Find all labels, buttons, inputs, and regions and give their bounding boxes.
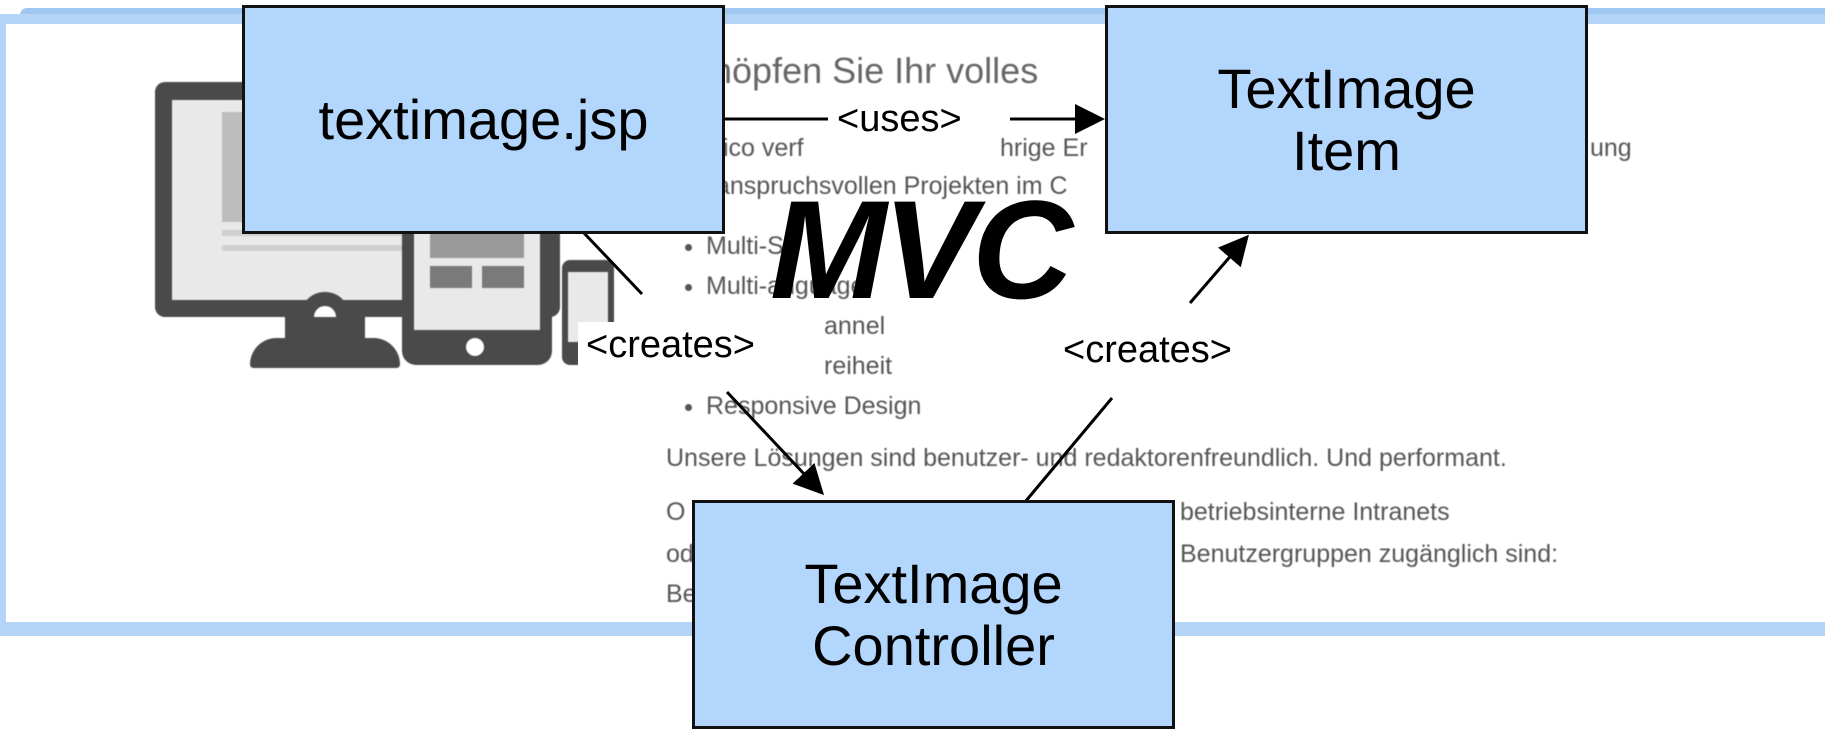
diagram-title: MVC (770, 171, 1073, 328)
bg-paragraph: Benutzergruppen zugänglich sind: (1180, 540, 1559, 568)
view-node-label: textimage.jsp (318, 87, 649, 151)
bg-text-line: tico verf (716, 134, 804, 162)
creates-view-label: <creates> (578, 322, 763, 369)
controller-node[interactable]: TextImage Controller (692, 500, 1175, 729)
bg-text-line: hrige Er (1000, 134, 1088, 162)
creates-model-label: <creates> (1055, 327, 1240, 374)
monitor-neck (285, 317, 365, 341)
tablet-button-icon (466, 338, 484, 356)
bg-paragraph: Be (666, 580, 697, 608)
tablet-screen-block (430, 232, 524, 258)
creates-view-arrow (725, 390, 825, 496)
monitor-screen-line (222, 245, 522, 251)
bg-text-line: ung (1590, 134, 1632, 162)
bg-bullet-list: Multi-S Multi-anguage annel reiheit Resp… (678, 226, 921, 426)
monitor-stand (250, 338, 400, 368)
creates-model-arrow-line (1023, 397, 1114, 503)
bg-bullet-item: Multi-anguage (706, 266, 921, 306)
model-node-label-line2: Item (1292, 118, 1401, 182)
controller-node-label-line2: Controller (812, 613, 1055, 677)
bg-bullet-item: Multi-S (706, 226, 921, 266)
tablet-screen-block (430, 266, 472, 288)
creates-model-arrow (1188, 234, 1249, 304)
bg-bullet-item: annel (824, 312, 886, 340)
tablet-screen-block (482, 266, 524, 288)
bg-paragraph: betriebsinterne Intranets (1180, 498, 1450, 526)
bg-bullet-item: reiheit (824, 352, 893, 380)
bg-text-line: anspruchsvollen Projekten im C (716, 172, 1068, 200)
view-node[interactable]: textimage.jsp (242, 5, 725, 234)
controller-node-label-line1: TextImage (804, 551, 1063, 615)
model-node[interactable]: TextImage Item (1105, 5, 1588, 234)
bg-heading: höpfen Sie Ihr volles (712, 50, 1039, 91)
model-node-label-line1: TextImage (1217, 56, 1476, 120)
creates-view-arrow-line (581, 230, 644, 296)
uses-label: <uses> (829, 96, 970, 143)
bg-paragraph: O (666, 498, 686, 526)
bg-paragraph: od (666, 540, 694, 568)
